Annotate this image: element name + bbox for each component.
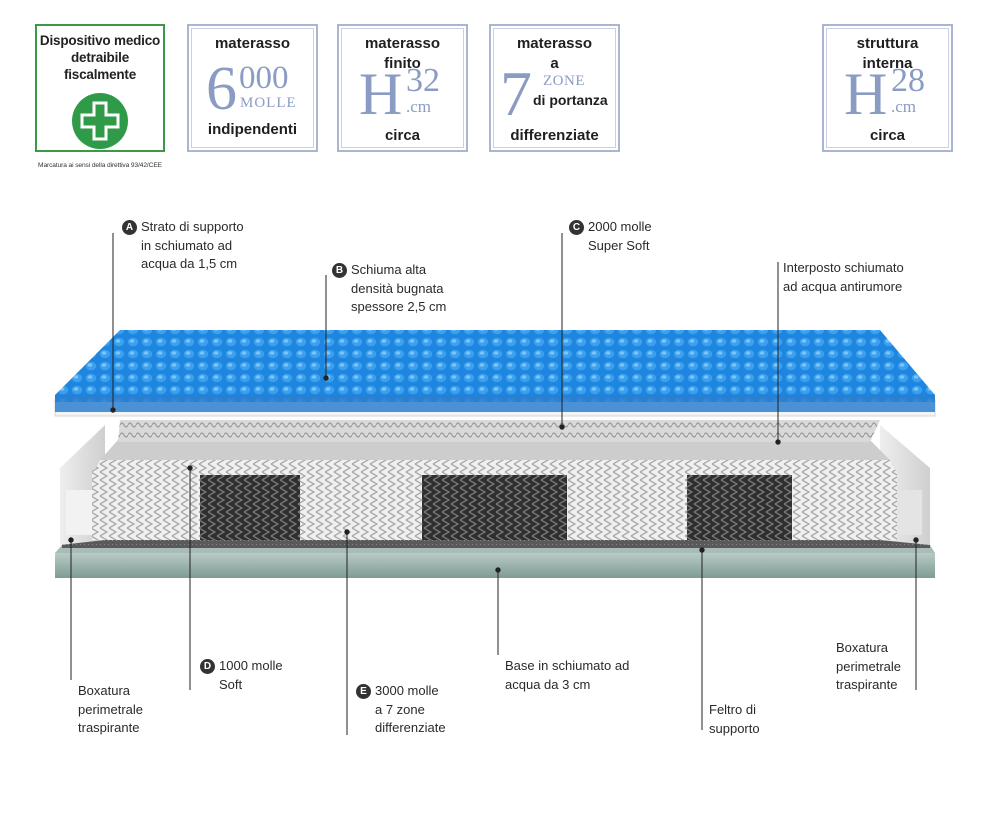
marker-c: C xyxy=(569,220,584,235)
noise-insulation-layer xyxy=(100,440,890,460)
structure-value: 28 xyxy=(891,62,925,99)
zones-small: ZONE xyxy=(543,73,585,89)
zones-small2: di portanza xyxy=(533,92,608,108)
base-foam-layer xyxy=(55,553,935,578)
structure-letter: H xyxy=(844,61,888,127)
label-felt: Feltro di supporto xyxy=(709,702,760,736)
height-badge: materasso finito H 32 .cm circa xyxy=(337,24,468,152)
label-noise-insulation: Interposto schiumato ad acqua antirumore xyxy=(783,260,904,294)
super-soft-springs-layer xyxy=(118,420,880,442)
zones-top-line1: materasso xyxy=(516,35,593,52)
zones-badge: materasso a 7 ZONE di portanza differenz… xyxy=(489,24,620,152)
height-top-line2: finito xyxy=(384,55,421,72)
felt-layer xyxy=(62,538,930,548)
structure-unit: .cm xyxy=(891,97,917,116)
height-top-line1: materasso xyxy=(364,35,441,52)
high-density-foam-top xyxy=(55,330,935,402)
label-perimeter-box-right: Boxatura perimetrale traspirante xyxy=(836,640,902,692)
marker-b: B xyxy=(332,263,347,278)
medical-cross-icon xyxy=(72,93,128,149)
springs-bottom: indipendenti xyxy=(207,121,298,138)
structure-top-line2: interna xyxy=(862,55,913,72)
label-perimeter-box-left: Boxatura perimetrale traspirante xyxy=(78,683,144,735)
structure-badge: struttura interna H 28 .cm circa xyxy=(822,24,953,152)
structure-bottom: circa xyxy=(869,127,906,144)
zones-bottom: differenziate xyxy=(510,127,599,144)
springs-badge: materasso 6 000 MOLLE indipendenti xyxy=(187,24,318,152)
springs-unit: MOLLE xyxy=(240,95,297,111)
marker-e: E xyxy=(356,684,371,699)
medical-title-line1: Dispositivo medico xyxy=(39,33,161,48)
marker-d: D xyxy=(200,659,215,674)
springs-top: materasso xyxy=(214,35,291,52)
springs-number: 6 xyxy=(206,55,237,123)
medical-fine-print: Marcatura ai sensi della direttiva 93/42… xyxy=(38,162,162,169)
medical-device-badge: Dispositivo medico detraibile fiscalment… xyxy=(35,24,165,169)
spring-zones xyxy=(92,470,897,540)
height-letter: H xyxy=(359,61,403,127)
label-base-foam: Base in schiumato ad acqua da 3 cm xyxy=(505,658,630,692)
height-unit: .cm xyxy=(406,97,432,116)
springs-number-sup: 000 xyxy=(239,60,289,96)
medical-title-line2: detraibile fiscalmente xyxy=(63,50,137,82)
zones-number: 7 xyxy=(500,58,532,129)
height-bottom: circa xyxy=(384,127,421,144)
marker-a: A xyxy=(122,220,137,235)
structure-top-line1: struttura xyxy=(856,35,919,52)
zones-top-line2: a xyxy=(550,55,559,72)
height-value: 32 xyxy=(406,62,440,99)
